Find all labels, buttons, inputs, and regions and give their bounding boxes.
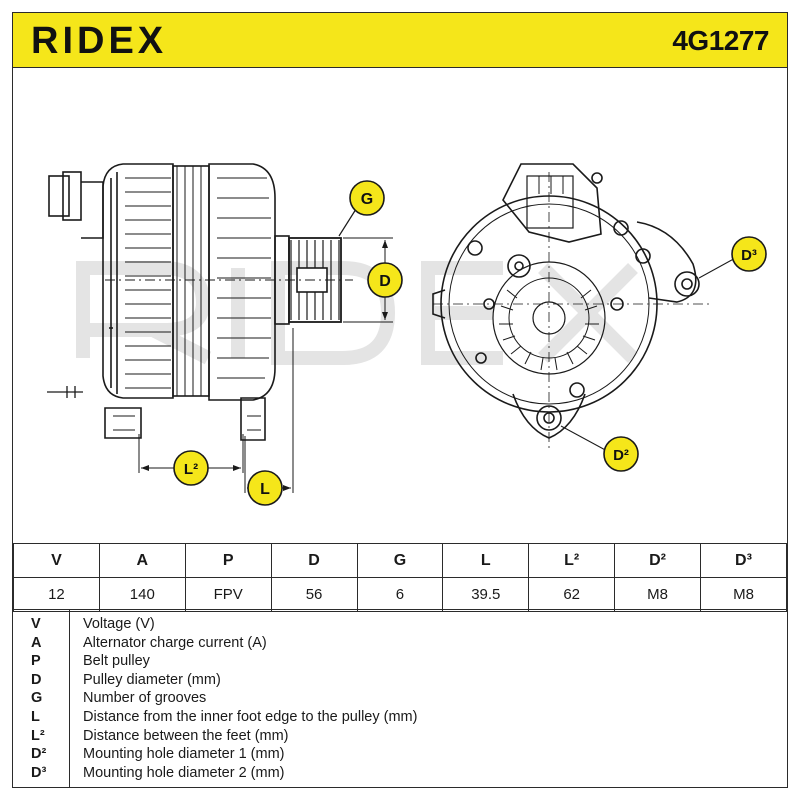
legend-description: Mounting hole diameter 1 (mm) bbox=[83, 746, 285, 763]
legend-item: V Voltage (V) bbox=[13, 615, 787, 634]
end-view bbox=[432, 163, 740, 453]
callout-d: D bbox=[379, 273, 391, 290]
callout-d-marker bbox=[367, 262, 403, 298]
legend-description: Mounting hole diameter 2 (mm) bbox=[83, 764, 285, 781]
spec-table: V A P D G L L² D² D³ 12 140 FPV 56 6 39.… bbox=[13, 543, 787, 612]
part-number: 4G1277 bbox=[672, 25, 769, 56]
spec-header-cell: P bbox=[184, 543, 272, 578]
callout-l: L bbox=[260, 481, 270, 498]
callout-g: G bbox=[361, 191, 373, 208]
spec-value-row: 12 140 FPV 56 6 39.5 62 M8 M8 bbox=[13, 577, 787, 612]
spec-header-cell: L bbox=[442, 543, 530, 578]
legend-description: Pulley diameter (mm) bbox=[83, 671, 221, 688]
legend-item: D³ Mounting hole diameter 2 (mm) bbox=[13, 764, 787, 783]
legend-symbol: L² bbox=[31, 727, 45, 744]
callout-l-marker bbox=[247, 470, 283, 506]
legend-description: Number of grooves bbox=[83, 690, 207, 707]
callout-d2-marker bbox=[603, 436, 639, 472]
legend-divider bbox=[69, 610, 70, 788]
brand-logo-text: RIDEX bbox=[31, 20, 167, 61]
callout-l2-marker bbox=[173, 450, 209, 486]
spec-value-cell: M8 bbox=[614, 577, 701, 612]
legend-item: L Distance from the inner foot edge to t… bbox=[13, 708, 787, 727]
legend-symbol: G bbox=[31, 690, 43, 707]
legend-item: G Number of grooves bbox=[13, 689, 787, 708]
legend-item: A Alternator charge current (A) bbox=[13, 634, 787, 653]
spec-header-cell: V bbox=[13, 543, 100, 578]
legend-item: P Belt pulley bbox=[13, 652, 787, 671]
spec-value-cell: FPV bbox=[184, 577, 272, 612]
legend-description: Belt pulley bbox=[83, 653, 150, 670]
legend-symbol: V bbox=[31, 616, 41, 632]
legend-symbol: D² bbox=[31, 746, 47, 763]
callout-d3: D³ bbox=[741, 247, 757, 264]
spec-value-cell: 140 bbox=[98, 577, 186, 612]
spec-sheet: RIDEX 4G1277 bbox=[12, 12, 788, 788]
legend-item: L² Distance between the feet (mm) bbox=[13, 727, 787, 746]
callout-g-marker bbox=[349, 180, 385, 216]
legend-description: Distance from the inner foot edge to the… bbox=[83, 709, 418, 725]
spec-value-cell: 56 bbox=[270, 577, 358, 612]
callout-l2: L² bbox=[184, 461, 198, 478]
spec-value-cell: 12 bbox=[13, 577, 100, 612]
ridex-logo: RIDEX bbox=[31, 20, 167, 61]
legend-description: Voltage (V) bbox=[83, 616, 155, 632]
spec-header-cell: D³ bbox=[700, 543, 787, 578]
legend-symbol: A bbox=[31, 634, 42, 651]
legend-symbol: D bbox=[31, 671, 42, 688]
spec-header-cell: G bbox=[356, 543, 444, 578]
spec-header-cell: D² bbox=[614, 543, 701, 578]
legend-item: D² Mounting hole diameter 1 (mm) bbox=[13, 745, 787, 764]
legend-symbol: L bbox=[31, 709, 40, 725]
legend: V Voltage (V) A Alternator charge curren… bbox=[13, 609, 787, 788]
spec-header-cell: L² bbox=[528, 543, 616, 578]
legend-symbol: P bbox=[31, 653, 41, 670]
watermark bbox=[76, 261, 638, 365]
callout-d2: D² bbox=[613, 447, 629, 464]
spec-value-cell: 62 bbox=[528, 577, 616, 612]
callouts: G D L² L D³ D² bbox=[173, 180, 767, 506]
legend-description: Distance between the feet (mm) bbox=[83, 727, 289, 744]
spec-value-cell: 6 bbox=[356, 577, 444, 612]
side-view bbox=[47, 163, 393, 493]
spec-header-cell: A bbox=[98, 543, 186, 578]
header-bar: RIDEX 4G1277 bbox=[13, 13, 787, 68]
spec-value-cell: M8 bbox=[700, 577, 787, 612]
spec-value-cell: 39.5 bbox=[442, 577, 530, 612]
spec-header-cell: D bbox=[270, 543, 358, 578]
legend-description: Alternator charge current (A) bbox=[83, 634, 267, 651]
spec-header-row: V A P D G L L² D² D³ bbox=[13, 543, 787, 578]
legend-symbol: D³ bbox=[31, 764, 47, 781]
callout-d3-marker bbox=[731, 236, 767, 272]
legend-item: D Pulley diameter (mm) bbox=[13, 671, 787, 690]
alternator-drawing: G D L² L D³ D² bbox=[47, 163, 767, 506]
